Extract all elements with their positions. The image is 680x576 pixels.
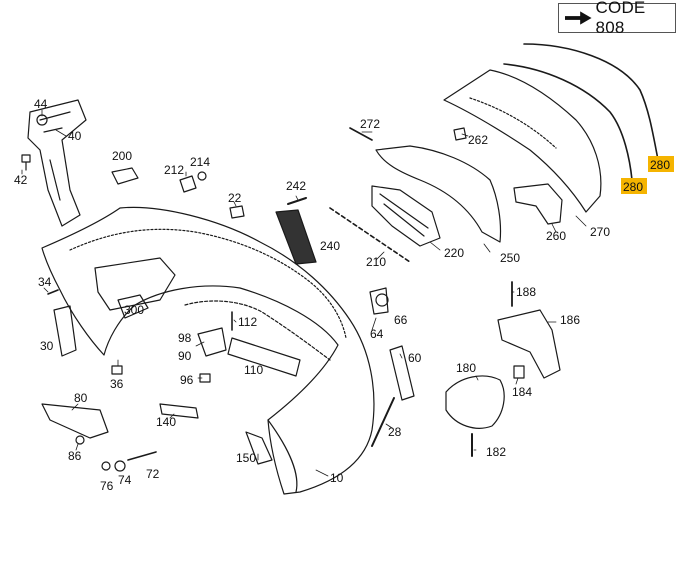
callout-180: 180 <box>456 361 476 375</box>
callout-28: 28 <box>388 425 402 439</box>
callout-262: 262 <box>468 133 488 147</box>
panel-250 <box>375 145 502 243</box>
callout-250: 250 <box>500 251 520 265</box>
pin-272 <box>349 127 373 141</box>
callout-280-lower: 280 <box>623 180 643 194</box>
bumper-ridge <box>184 300 331 361</box>
callout-22: 22 <box>228 191 242 205</box>
callout-280-upper: 280 <box>650 158 670 172</box>
strip-210 <box>329 207 411 263</box>
strip-60 <box>389 345 415 401</box>
callout-66: 66 <box>394 313 408 327</box>
highlight-280-upper <box>648 156 674 172</box>
grommet-66 <box>375 293 389 307</box>
nut-96 <box>199 373 211 383</box>
callout-210: 210 <box>366 255 386 269</box>
bracket-186 <box>497 309 561 379</box>
callout-86: 86 <box>68 449 82 463</box>
callout-80: 80 <box>74 391 88 405</box>
reflector-150 <box>245 431 273 465</box>
highlight-280-lower <box>621 178 647 194</box>
callout-212: 212 <box>164 163 184 177</box>
callout-150: 150 <box>236 451 256 465</box>
callout-40: 40 <box>68 129 82 143</box>
screw-34 <box>47 289 59 295</box>
callout-242: 242 <box>286 179 306 193</box>
code-badge: CODE 808 <box>558 0 676 37</box>
callout-64: 64 <box>370 327 384 341</box>
callout-44: 44 <box>34 97 48 111</box>
callout-110: 110 <box>244 363 263 377</box>
clip-262 <box>453 127 467 141</box>
part-64 <box>369 287 389 315</box>
carrier-110 <box>227 337 301 377</box>
callout-182: 182 <box>486 445 506 459</box>
callout-96: 96 <box>180 373 194 387</box>
housing-180 <box>445 375 505 429</box>
bumper-cutout <box>94 257 176 311</box>
callout-76: 76 <box>100 479 114 493</box>
trim-280-lower <box>503 63 633 181</box>
callout-272: 272 <box>360 117 380 131</box>
callout-36: 36 <box>110 377 124 391</box>
callout-186: 186 <box>560 313 580 327</box>
callout-300: 300 <box>124 303 144 317</box>
diffuser-270 <box>443 69 602 213</box>
ring-214 <box>197 171 207 181</box>
bracket-140 <box>159 403 199 419</box>
washer-74 <box>114 460 126 472</box>
strip-28 <box>371 397 395 447</box>
sensor-212 <box>179 175 197 193</box>
callout-30: 30 <box>40 339 54 353</box>
callout-240: 240 <box>320 239 340 253</box>
grille-240 <box>275 209 317 265</box>
callout-112: 112 <box>238 315 257 329</box>
bracket-40 <box>27 99 87 227</box>
callout-140: 140 <box>156 415 176 429</box>
callout-74: 74 <box>118 473 132 487</box>
clip-86 <box>75 435 85 445</box>
nut-76 <box>101 461 111 471</box>
screw-242 <box>287 197 307 205</box>
bumper-recess <box>117 294 149 319</box>
callout-34: 34 <box>38 275 52 289</box>
nut-36 <box>111 365 123 375</box>
callout-98: 98 <box>178 331 192 345</box>
bracket-90 <box>197 327 227 357</box>
callout-10: 10 <box>330 471 344 485</box>
bumper-inner-edge <box>69 228 347 339</box>
bracket-80 <box>41 403 109 439</box>
callout-184: 184 <box>512 385 532 399</box>
code-label: CODE 808 <box>595 0 646 37</box>
callout-42: 42 <box>14 173 28 187</box>
callout-214: 214 <box>190 155 210 169</box>
callout-90: 90 <box>178 349 192 363</box>
callout-270: 270 <box>590 225 610 239</box>
callout-200: 200 <box>112 149 132 163</box>
screw-72 <box>127 451 157 461</box>
callout-188: 188 <box>516 285 536 299</box>
callout-60: 60 <box>408 351 422 365</box>
bracket-30 <box>53 305 77 357</box>
callout-72: 72 <box>146 467 160 481</box>
bumper-lower-edge <box>267 419 298 493</box>
bumper-cover <box>41 206 375 495</box>
callout-220: 220 <box>444 246 464 260</box>
clip-22 <box>229 205 245 219</box>
bracket-260 <box>513 183 563 225</box>
clip-184 <box>513 365 525 379</box>
screw-42 <box>21 154 31 171</box>
trim-280-upper <box>523 43 661 171</box>
arrow-right-icon <box>565 11 592 25</box>
cap-200 <box>111 167 139 185</box>
callout-260: 260 <box>546 229 566 243</box>
